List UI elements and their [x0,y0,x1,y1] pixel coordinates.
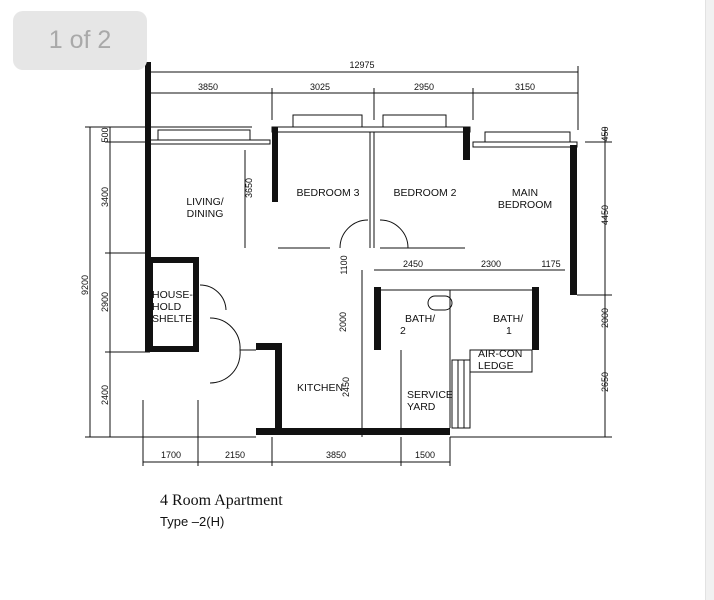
dimension-labels: 12975 3850 3025 2950 3150 9200 500 3400 … [80,60,610,460]
dim-top: 3850 [198,82,218,92]
dim-kitchen-depth: 2450 [341,377,351,397]
dim-right: 2000 [600,308,610,328]
room-living: DINING [187,208,224,220]
room-service-yard: SERVICE [407,389,453,401]
dim-bath-row: 2450 [403,259,423,269]
windows-and-fixtures [149,114,578,429]
room-bath-1: BATH/ [493,313,523,325]
dim-top: 3150 [515,82,535,92]
room-shelter: SHELTER [152,313,200,325]
room-bedroom-2: BEDROOM 2 [393,187,456,199]
dim-bottom: 2150 [225,450,245,460]
dim-right: 4450 [600,205,610,225]
dim-top: 2950 [414,82,434,92]
dim-left: 2900 [100,292,110,312]
room-shelter: HOLD [152,301,182,313]
dim-left: 3400 [100,187,110,207]
dim-left: 2400 [100,385,110,405]
dim-bottom: 3850 [326,450,346,460]
walls [145,62,577,435]
dim-bath-row: 2300 [481,259,501,269]
room-living: LIVING/ [186,196,223,208]
dim-living-depth: 3650 [244,178,254,198]
dim-bottom: 1700 [161,450,181,460]
scrollbar[interactable] [705,0,714,600]
dim-corridor: 1100 [339,255,349,274]
dim-left: 500 [100,127,110,142]
room-bath-1: 1 [506,325,512,337]
room-main-bedroom: BEDROOM [498,199,552,211]
shelter-walls [147,257,199,352]
room-shelter: HOUSE- [152,289,193,301]
room-service-yard: YARD [407,401,436,413]
plan-type: Type –2(H) [160,514,225,529]
dim-right: 450 [600,126,610,141]
dim-overall: 12975 [349,60,374,70]
page-indicator: 1 of 2 [13,11,147,70]
dim-bath-row: 1175 [541,259,560,269]
room-kitchen: KITCHEN [297,382,343,394]
room-bath-2: BATH/ [405,313,435,325]
dimension-lines [85,66,612,466]
room-bedroom-3: BEDROOM 3 [296,187,359,199]
plan-title: 4 Room Apartment [160,492,283,509]
room-aircon-ledge: LEDGE [478,360,514,372]
dim-bath-depth: 2000 [338,312,348,332]
dim-right: 2650 [600,372,610,392]
dim-bottom: 1500 [415,450,435,460]
room-bath-2: 2 [400,325,406,337]
dim-left-total: 9200 [80,275,90,295]
dim-top: 3025 [310,82,330,92]
room-labels: LIVING/ DINING BEDROOM 3 BEDROOM 2 MAIN … [152,187,552,413]
room-main-bedroom: MAIN [512,187,538,199]
room-aircon-ledge: AIR-CON [478,348,522,360]
